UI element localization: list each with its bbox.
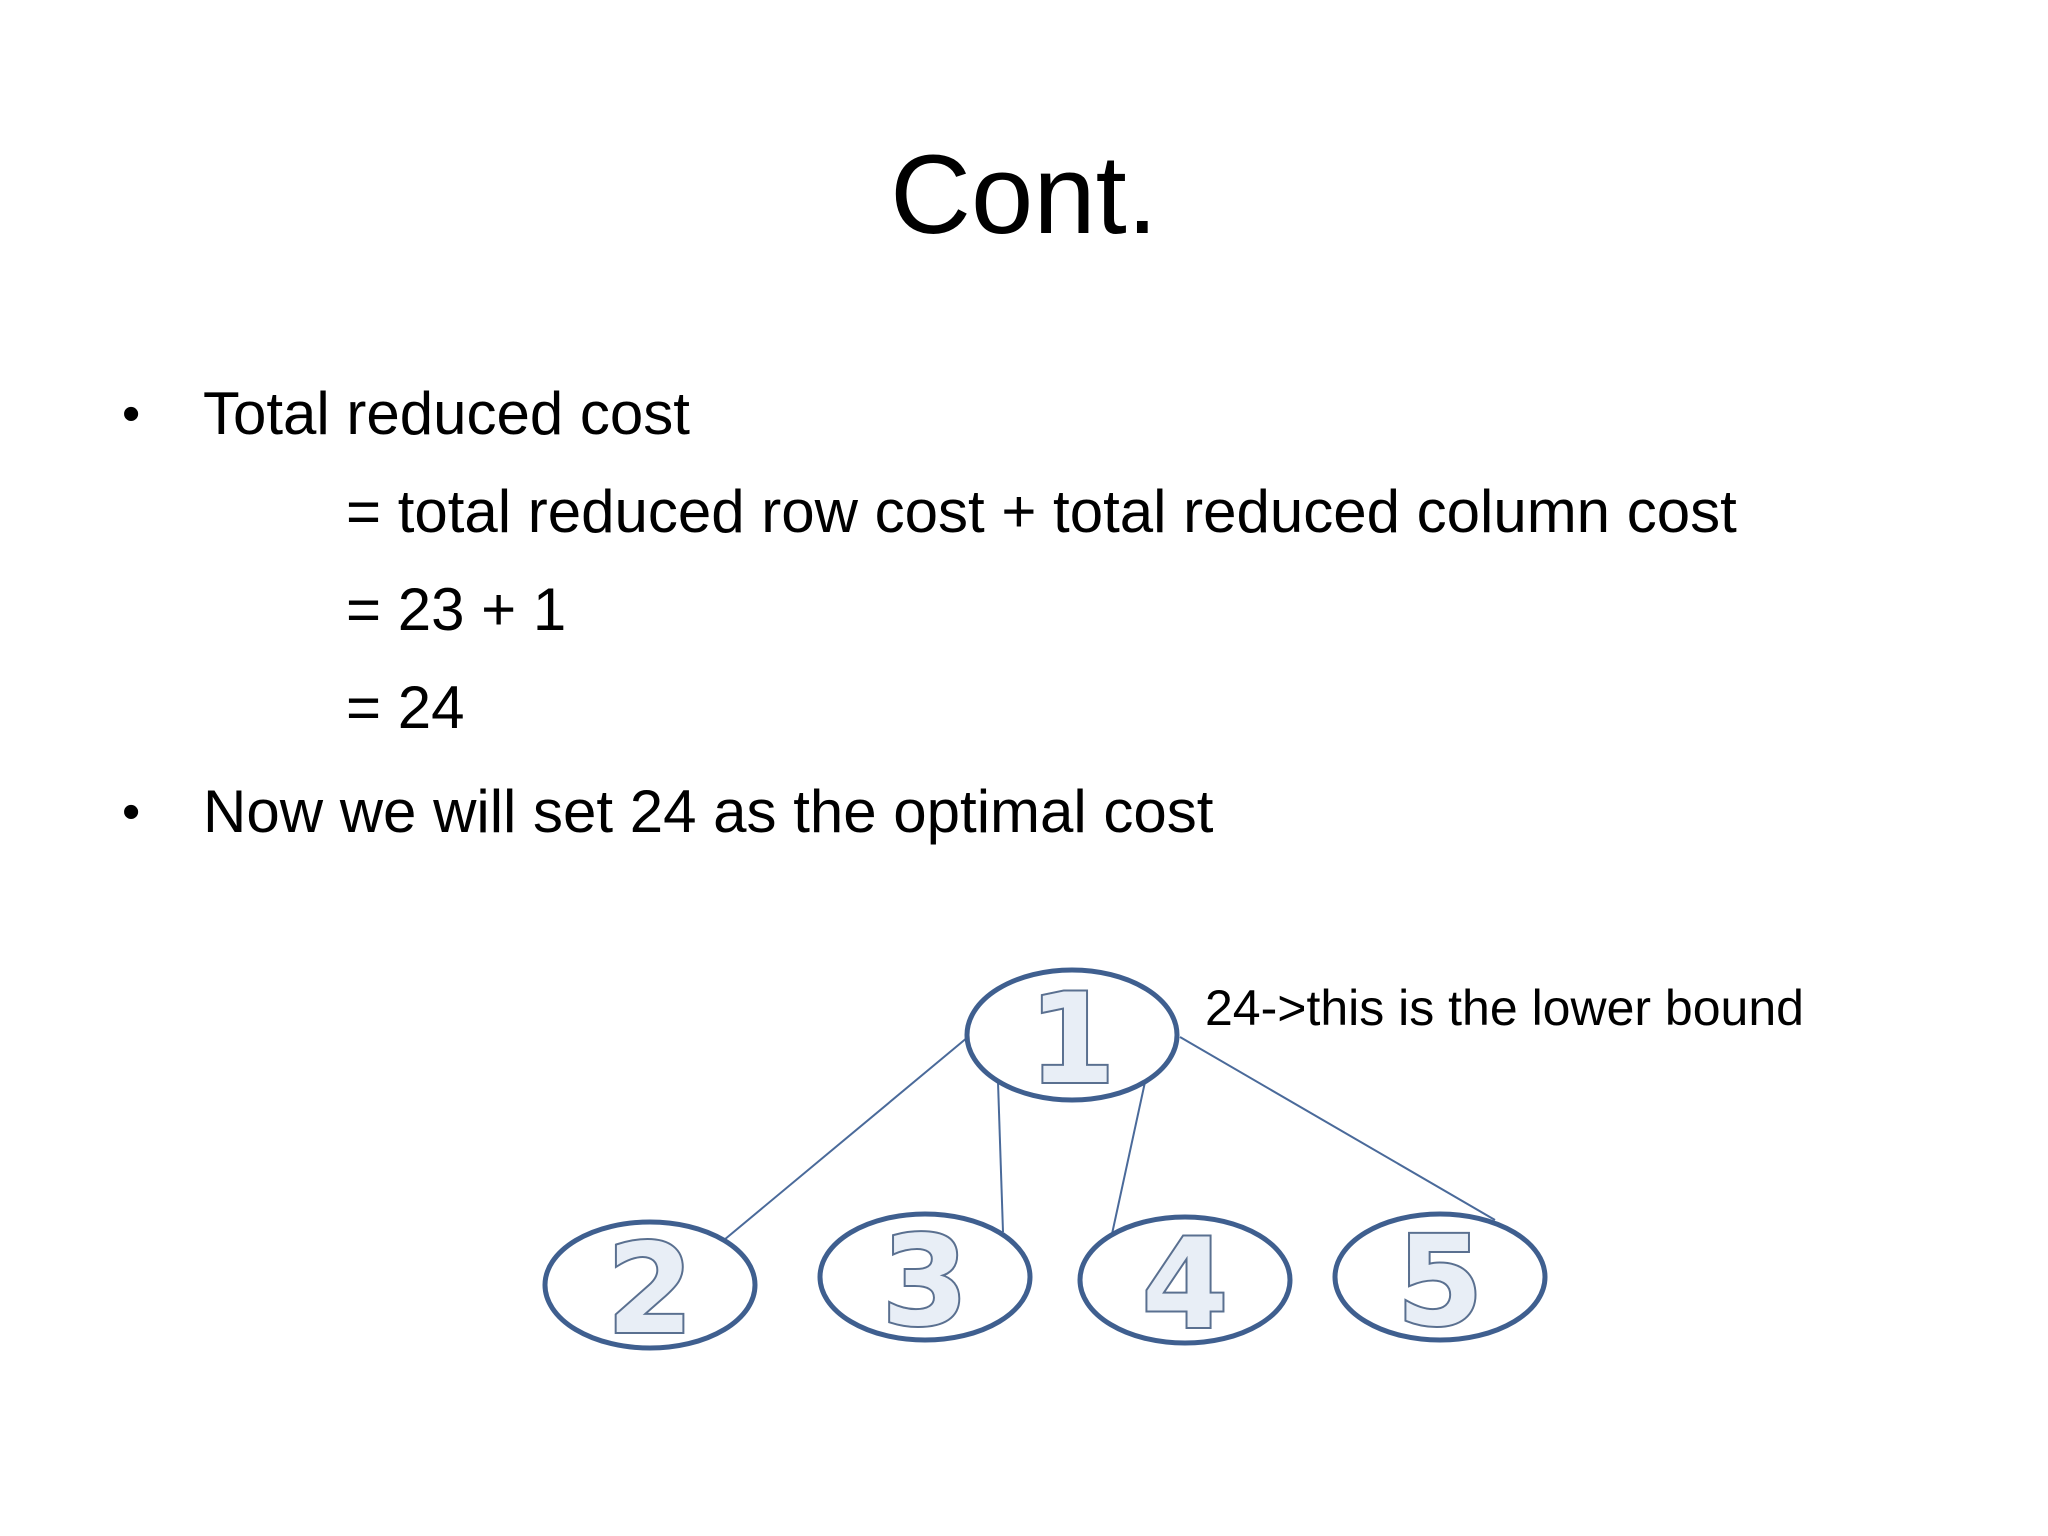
tree-node-child: 3 [817,1208,1033,1356]
node-label: 1 [1029,968,1115,1112]
bullet-total-reduced-cost: Total reduced cost [203,380,690,447]
bullet-dot: • [122,783,141,841]
edge-1-3 [997,1081,1004,1233]
node-ellipse [964,967,1180,1103]
bullet-optimal-cost: Now we will set 24 as the optimal cost [203,778,1214,845]
node-ellipse [1077,1214,1293,1346]
node-ellipse [1332,1211,1548,1343]
node-label: 3 [882,1210,968,1354]
tree-node-root: 1 [964,966,1180,1114]
node-label: 4 [1142,1213,1228,1357]
edge-1-4 [1111,1081,1146,1235]
bullet-dot: • [122,385,141,443]
node-label: 2 [607,1218,693,1362]
equation-line-2: = 23 + 1 [346,576,567,643]
edge-1-2 [723,1036,969,1241]
node-ellipse [817,1211,1033,1343]
equation-line-3: = 24 [346,674,465,741]
lower-bound-annotation: 24->this is the lower bound [1205,980,1804,1036]
edge-1-5 [1179,1036,1496,1221]
tree-node-child: 5 [1332,1208,1548,1356]
equation-line-1: = total reduced row cost + total reduced… [346,478,1737,545]
node-label: 5 [1397,1210,1483,1354]
node-ellipse [542,1219,758,1351]
tree-node-child: 2 [542,1216,758,1364]
tree-node-child: 4 [1077,1211,1293,1359]
slide-title: Cont. [890,132,1158,257]
